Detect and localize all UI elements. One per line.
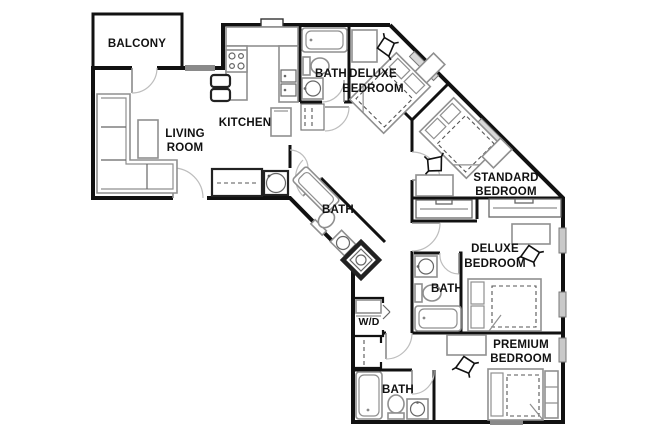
closet-deluxe-right <box>488 198 562 218</box>
premium-door <box>385 332 413 360</box>
closet-standard <box>415 199 473 219</box>
standard-label-2: BEDROOM <box>475 186 536 198</box>
desk-deluxe-top <box>351 29 378 63</box>
bath-middle-fixtures <box>292 166 383 282</box>
balcony-label: BALCONY <box>108 38 166 50</box>
bed-premium <box>487 368 559 421</box>
toilet-icon <box>414 283 442 303</box>
kitchen-sink-icon <box>280 69 297 97</box>
deluxe-right-label-1: DELUXE <box>471 243 519 255</box>
balcony-door <box>131 67 158 94</box>
sink-icon <box>406 398 429 420</box>
bathtub-icon <box>292 166 340 214</box>
standard-label-1: STANDARD <box>473 172 538 184</box>
hall-closet-door <box>324 106 350 132</box>
shower-icon <box>339 238 383 282</box>
living-room-label-1: LIVING <box>165 128 205 140</box>
bath-top-fixtures <box>301 27 348 100</box>
deluxe-right-door <box>411 222 441 252</box>
toilet-icon <box>387 394 405 420</box>
desk-premium <box>446 334 487 356</box>
bar-stools <box>209 73 232 103</box>
bathtub-icon <box>414 305 462 332</box>
coffee-table <box>137 119 159 159</box>
labels: BALCONY LIVING ROOM KITCHEN BATH DELUXE … <box>108 38 552 396</box>
hall-closet <box>300 103 325 131</box>
laundry-label: W/D <box>358 316 379 328</box>
window-bottom-icon <box>490 419 523 425</box>
hall-stub-door <box>289 149 309 169</box>
stove-icon <box>225 49 248 73</box>
bed-deluxe-right <box>467 278 542 332</box>
bath-right-door <box>439 252 460 275</box>
vanity-basin-icon <box>262 169 290 197</box>
bath-top-label: BATH <box>315 68 347 80</box>
laundry-closet <box>355 299 391 320</box>
desk-deluxe-right <box>511 223 551 245</box>
sink-icon <box>414 255 438 278</box>
desk-standard <box>415 174 454 197</box>
window-kitchen-icon <box>260 18 284 28</box>
nightstand-standard <box>481 137 513 169</box>
deluxe-top-label-2: BEDROOM <box>342 83 403 95</box>
dresser-premium <box>544 370 559 419</box>
toilet-icon <box>309 210 336 237</box>
chair-icon <box>516 244 545 267</box>
balcony <box>91 12 184 68</box>
chair-icon <box>376 32 399 61</box>
premium-label-1: PREMIUM <box>493 339 549 351</box>
bathtub-icon <box>301 27 348 53</box>
bath-right-fixtures <box>414 255 462 332</box>
window-right1-icon <box>558 227 567 254</box>
window-right2-icon <box>558 291 567 318</box>
washer-dryer-icon <box>355 299 382 314</box>
sofa <box>96 93 178 194</box>
nightstand-deluxe-top <box>414 52 446 84</box>
kitchen-label: KITCHEN <box>219 117 272 129</box>
deluxe-top-label-1: DELUXE <box>349 68 397 80</box>
bath-bottom-label: BATH <box>382 384 414 396</box>
window-right3-icon <box>558 337 567 363</box>
sink-icon <box>301 77 324 100</box>
bath-bottom-fixtures <box>355 371 429 420</box>
toilet-icon <box>302 56 330 76</box>
fridge-icon <box>270 107 292 137</box>
hall-vanity <box>210 167 290 198</box>
living-room-label-2: ROOM <box>167 142 204 154</box>
chair-icon <box>451 355 480 378</box>
bathtub-icon <box>355 371 383 420</box>
bath-bottom-door <box>411 369 435 395</box>
bath-top-door <box>321 79 345 103</box>
bed-deluxe-top <box>348 51 432 135</box>
deluxe-right-label-2: BEDROOM <box>464 258 525 270</box>
window-living-icon <box>185 65 215 71</box>
bath-right-label: BATH <box>431 283 463 295</box>
bath-middle-label: BATH <box>322 204 354 216</box>
premium-label-2: BEDROOM <box>490 353 551 365</box>
chair-icon <box>423 152 444 175</box>
